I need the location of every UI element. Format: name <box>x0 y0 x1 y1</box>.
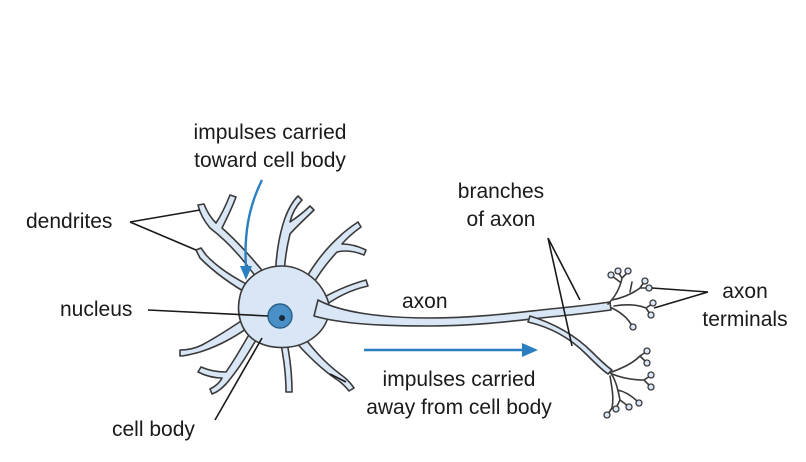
terminal-bouton <box>645 284 653 292</box>
terminal-bouton <box>614 267 622 275</box>
label-dendrites: dendrites <box>26 210 113 233</box>
label-nucleus: nucleus <box>60 298 133 321</box>
impulses-away-leader <box>329 373 347 383</box>
terminal-bouton <box>612 405 620 413</box>
terminal-bouton <box>603 411 611 419</box>
branches-leader <box>547 237 581 347</box>
terminal-bouton <box>647 371 655 379</box>
dendrite-branch <box>195 247 255 296</box>
axon-shape <box>313 299 612 327</box>
terminal-bouton <box>625 403 633 411</box>
terminal-bouton <box>643 359 651 367</box>
axon-terminal-branch <box>607 351 651 415</box>
terminal-bouton <box>649 299 657 307</box>
label-axon-terminals-line1: axon <box>722 280 768 303</box>
terminal-bouton <box>624 267 632 275</box>
label-axon-terminals: axon terminals <box>690 278 800 334</box>
label-impulses-toward-line1: impulses carried <box>193 121 347 144</box>
cell-body-leader <box>214 337 263 421</box>
label-branches-line2: of axon <box>466 208 536 231</box>
arrow-toward-cell-body <box>244 179 264 269</box>
terminal-bouton <box>635 399 643 407</box>
label-impulses-away-line1: impulses carried <box>382 368 536 391</box>
axon-terminal-branch <box>607 271 653 327</box>
label-impulses-toward: impulses carried toward cell body <box>172 119 368 175</box>
dendrite-branch <box>315 279 369 309</box>
dendrite-branch <box>297 221 367 299</box>
axon-branch <box>527 315 613 375</box>
label-branches-line1: branches <box>457 180 545 203</box>
label-branches-of-axon: branches of axon <box>440 178 562 234</box>
dendrite-branch <box>291 331 355 392</box>
dendrite-branch <box>197 325 263 395</box>
dendrite-branch <box>274 195 315 283</box>
dendrite-branch <box>279 337 293 393</box>
terminal-bouton <box>647 383 655 391</box>
terminal-bouton <box>607 271 615 279</box>
terminal-bouton <box>641 277 649 285</box>
dendrite-branch <box>197 194 271 286</box>
dendrites-leader <box>129 209 201 251</box>
terminal-bouton <box>647 311 655 319</box>
label-impulses-away: impulses carried away from cell body <box>340 366 578 422</box>
axon-terminals-leader <box>651 287 709 309</box>
arrow-away-from-cell-body-head <box>522 343 538 357</box>
terminal-bouton <box>643 347 651 355</box>
nucleolus <box>279 315 285 321</box>
label-axon: axon <box>402 290 448 313</box>
label-impulses-toward-line2: toward cell body <box>194 149 346 172</box>
label-axon-terminals-line2: terminals <box>702 308 788 331</box>
label-impulses-away-line2: away from cell body <box>366 396 552 419</box>
terminal-bouton <box>629 323 637 331</box>
arrow-toward-cell-body-head <box>240 266 252 280</box>
dendrite-branch <box>179 314 257 357</box>
nucleus-leader <box>147 309 269 317</box>
label-cell-body: cell body <box>112 418 195 441</box>
